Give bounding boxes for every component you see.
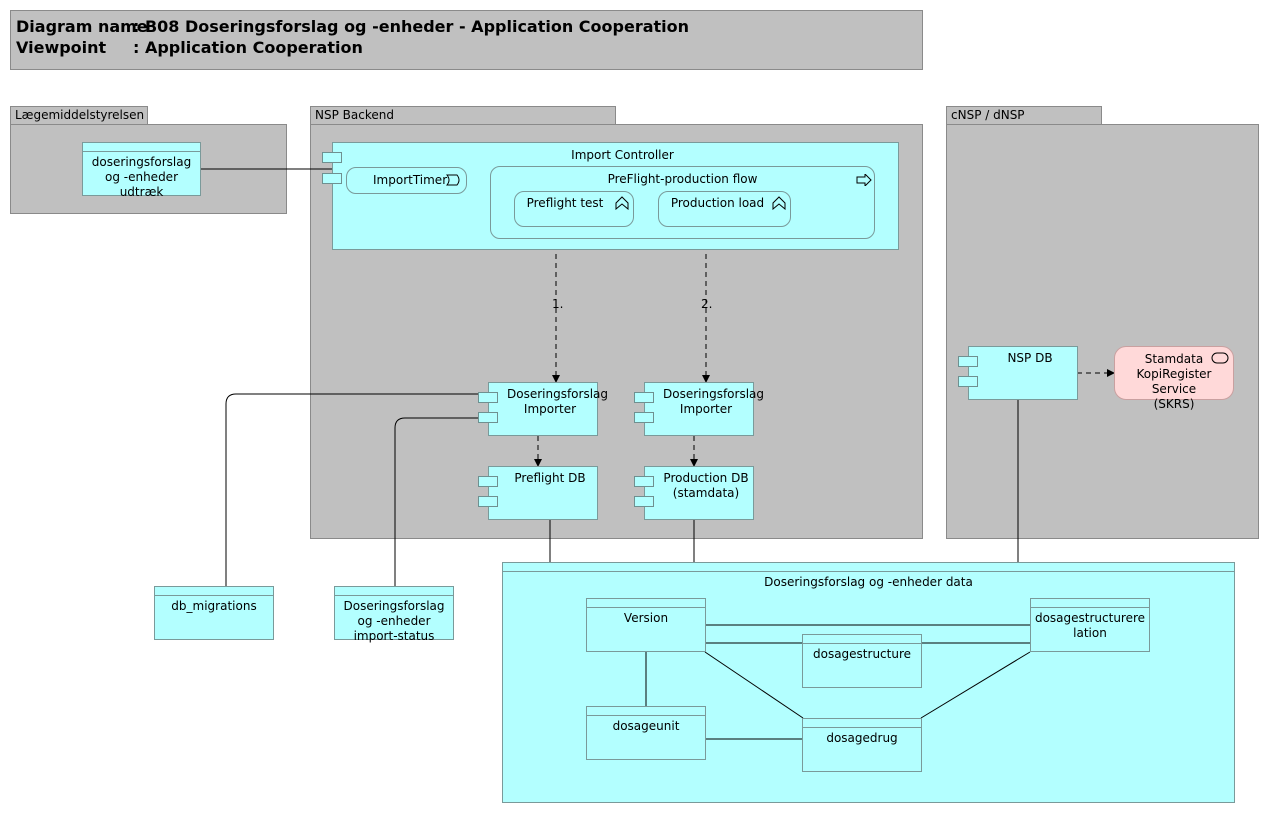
group-tab-cnsp-dnsp[interactable]: cNSP / dNSP [946, 106, 1102, 125]
preflight-db-label: Preflight DB [514, 471, 586, 485]
data-object-udtraek[interactable]: doseringsforslag og -enheder udtræk [82, 142, 201, 199]
diagram-name-line: Diagram name: B08 Doseringsforslag og -e… [16, 17, 689, 36]
import-timer-label: ImportTimer [373, 173, 448, 187]
importer-1-label: Doseringsforslag Importer [507, 387, 609, 416]
group-cnsp-dnsp[interactable] [946, 124, 1259, 539]
viewpoint-line: Viewpoint : Application Cooperation [16, 38, 363, 57]
diagram-name-label: Diagram name [16, 17, 148, 36]
component-port-icon [478, 476, 498, 487]
importer-component-2[interactable]: Doseringsforslag Importer [644, 382, 765, 436]
importer-component-1[interactable]: Doseringsforslag Importer [488, 382, 609, 436]
function-icon [615, 196, 629, 210]
flow-label-1: 1. [552, 297, 563, 311]
data-object-import-status-divider [335, 595, 453, 596]
data-object-dosagestructure-divider [803, 643, 921, 644]
diagram-name-value: : B08 Doseringsforslag og -enheder - App… [133, 17, 690, 36]
dosagestructurerelation-label: dosagestructurerelation [1034, 611, 1146, 640]
component-port-icon [634, 392, 654, 403]
group-label-cnsp-dnsp: cNSP / dNSP [951, 108, 1025, 122]
nsp-db-label: NSP DB [1007, 351, 1053, 365]
group-tab-nsp-backend[interactable]: NSP Backend [310, 106, 616, 125]
component-port-icon [958, 376, 978, 387]
nsp-db-component[interactable]: NSP DB [968, 346, 1078, 400]
data-object-version-divider [587, 607, 705, 608]
data-object-group-divider [503, 571, 1234, 572]
line-db-migrations-to-importer [225, 393, 480, 586]
flow-label-2: 2. [701, 297, 712, 311]
diagram-header: Diagram name: B08 Doseringsforslag og -e… [10, 10, 923, 70]
component-port-icon [322, 173, 342, 184]
data-object-dosagestructure[interactable]: dosagestructure [802, 634, 922, 688]
data-object-dosageunit-divider [587, 715, 705, 716]
component-port-icon [634, 412, 654, 423]
preflight-db-component[interactable]: Preflight DB [488, 466, 598, 520]
component-port-icon [478, 496, 498, 507]
data-object-udtraek-divider [83, 151, 200, 152]
flow-arrow-icon [856, 174, 872, 186]
line-dosagedrug-to-dsrelation [920, 651, 1031, 719]
dosageunit-label: dosageunit [612, 719, 680, 733]
production-load-label: Production load [670, 196, 765, 210]
service-icon [1211, 352, 1229, 364]
data-object-udtraek-label: doseringsforslag og -enheder udtræk [91, 155, 192, 199]
skrs-label: Stamdata KopiRegister Service (SKRS) [1136, 352, 1212, 411]
db-migrations-label: db_migrations [171, 599, 257, 613]
version-label: Version [623, 611, 669, 625]
import-controller-label: Import Controller [571, 148, 674, 162]
group-tab-laegemiddelstyrelsen[interactable]: Lægemiddelstyrelsen [10, 106, 148, 125]
viewpoint-label: Viewpoint [16, 38, 107, 57]
data-object-dosagedrug[interactable]: dosagedrug [802, 718, 922, 772]
event-icon [446, 174, 460, 186]
group-label-nsp-backend: NSP Backend [315, 108, 394, 122]
dosagedrug-label: dosagedrug [826, 731, 898, 745]
import-timer-event[interactable]: ImportTimer [346, 167, 467, 194]
production-db-component[interactable]: Production DB (stamdata) [644, 466, 754, 520]
data-object-db-migrations-divider [155, 595, 273, 596]
component-port-icon [478, 412, 498, 423]
component-port-icon [322, 152, 342, 163]
data-object-dosagestructurerelation[interactable]: dosagestructurerelation [1030, 598, 1150, 652]
component-port-icon [634, 476, 654, 487]
data-object-dsrelation-divider [1031, 607, 1149, 608]
data-object-import-status[interactable]: Doseringsforslag og -enheder import-stat… [334, 586, 454, 643]
data-object-version[interactable]: Version [586, 598, 706, 652]
production-db-label: Production DB (stamdata) [663, 471, 749, 500]
component-port-icon [634, 496, 654, 507]
preflight-test-label: Preflight test [526, 196, 604, 210]
import-status-label: Doseringsforslag og -enheder import-stat… [343, 599, 445, 643]
component-port-icon [958, 356, 978, 367]
importer-2-label: Doseringsforslag Importer [663, 387, 765, 416]
line-version-to-dosagedrug [704, 651, 804, 719]
data-object-dosagedrug-divider [803, 727, 921, 728]
preflight-test-function[interactable]: Preflight test [514, 191, 634, 227]
data-object-dosageunit[interactable]: dosageunit [586, 706, 706, 760]
component-port-icon [478, 392, 498, 403]
viewpoint-value: : Application Cooperation [133, 38, 363, 57]
data-object-db-migrations[interactable]: db_migrations [154, 586, 274, 640]
group-label-laegemiddelstyrelsen: Lægemiddelstyrelsen [15, 108, 145, 122]
skrs-service[interactable]: Stamdata KopiRegister Service (SKRS) [1114, 346, 1234, 411]
production-load-function[interactable]: Production load [658, 191, 791, 227]
preflight-production-flow-label: PreFlight-production flow [607, 172, 758, 186]
function-icon [772, 196, 786, 210]
line-import-status-to-importer [394, 417, 480, 586]
dosagestructure-label: dosagestructure [812, 647, 912, 661]
data-object-group-label: Doseringsforslag og -enheder data [764, 575, 973, 589]
